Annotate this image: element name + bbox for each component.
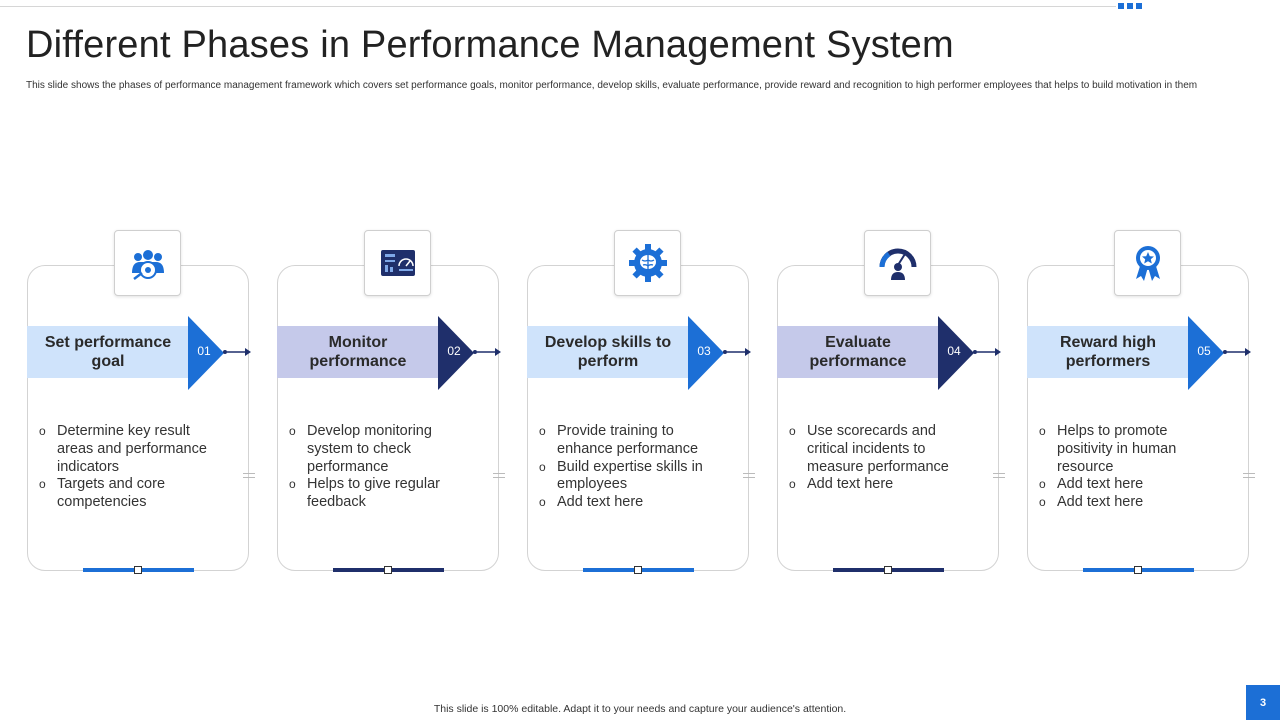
phase-card-1: Set performance goal 01 Determine key re… [27,230,257,575]
side-mark [1243,473,1255,481]
bullet-item: Add text here [537,494,712,512]
bullet-list: Use scorecards and critical incidents to… [787,423,962,494]
phase-card-5: Reward high performers 05 Helps to promo… [1027,230,1257,575]
bullet-item: Provide training to enhance performance [537,423,712,459]
bullet-item: Add text here [1037,494,1212,512]
decorative-dots [1118,3,1142,9]
page-number: 3 [1246,685,1280,720]
phase-number: 01 [197,344,211,358]
arrow-connector [973,348,1001,356]
bullet-item: Use scorecards and critical incidents to… [787,423,962,476]
bullet-list: Helps to promote positivity in human res… [1037,423,1212,512]
award-badge-icon [1135,246,1160,281]
bottom-knob [134,566,142,574]
card-outline [527,265,749,571]
card-outline [27,265,249,571]
brain-gear-icon [628,244,667,282]
side-mark [743,473,755,481]
bullet-item: Build expertise skills in employees [537,459,712,495]
side-mark [993,473,1005,481]
phase-card-3: Develop skills to perform 03 Provide tra… [527,230,757,575]
slide-subtitle: This slide shows the phases of performan… [26,80,1198,91]
phase-label: Evaluate performance [777,326,939,378]
bullet-list: Determine key result areas and performan… [37,423,212,512]
bullet-item: Develop monitoring system to check perfo… [287,423,462,476]
phase-number: 05 [1197,344,1211,358]
bullet-item: Add text here [787,476,962,494]
arrow-connector [1223,348,1251,356]
bullet-list: Provide training to enhance performance … [537,423,712,512]
card-outline [1027,265,1249,571]
icon-box [614,230,681,296]
bullet-item: Helps to give regular feedback [287,476,462,512]
icon-box [364,230,431,296]
bottom-knob [884,566,892,574]
phase-card-4: Evaluate performance 04 Use scorecards a… [777,230,1007,575]
phase-arrow [1188,316,1224,390]
phase-arrow [188,316,224,390]
dashboard-monitor-icon [380,250,415,276]
phase-label: Monitor performance [277,326,439,378]
gauge-person-icon [879,248,916,280]
phase-number: 02 [447,344,461,358]
icon-box [1114,230,1181,296]
phase-arrow [688,316,724,390]
phase-label: Develop skills to perform [527,326,689,378]
phase-number: 04 [947,344,961,358]
bullet-list: Develop monitoring system to check perfo… [287,423,462,512]
slide-title: Different Phases in Performance Manageme… [26,24,954,66]
card-outline [277,265,499,571]
bottom-knob [384,566,392,574]
phase-arrow [438,316,474,390]
arrow-connector [473,348,501,356]
arrow-connector [723,348,751,356]
bullet-item: Determine key result areas and performan… [37,423,212,476]
phase-card-2: Monitor performance 02 Develop monitorin… [277,230,507,575]
phase-label: Set performance goal [27,326,189,378]
icon-box [114,230,181,296]
bottom-knob [634,566,642,574]
icon-box [864,230,931,296]
bullet-item: Add text here [1037,476,1212,494]
bullet-item: Targets and core competencies [37,476,212,512]
bullet-item: Helps to promote positivity in human res… [1037,423,1212,476]
top-divider-line [0,6,1116,7]
bottom-knob [1134,566,1142,574]
card-outline [777,265,999,571]
side-mark [493,473,505,481]
phase-number: 03 [697,344,711,358]
slide-footer: This slide is 100% editable. Adapt it to… [433,703,847,715]
phase-arrow [938,316,974,390]
side-mark [243,473,255,481]
team-target-icon [131,250,164,280]
arrow-connector [223,348,251,356]
phase-label: Reward high performers [1027,326,1189,378]
